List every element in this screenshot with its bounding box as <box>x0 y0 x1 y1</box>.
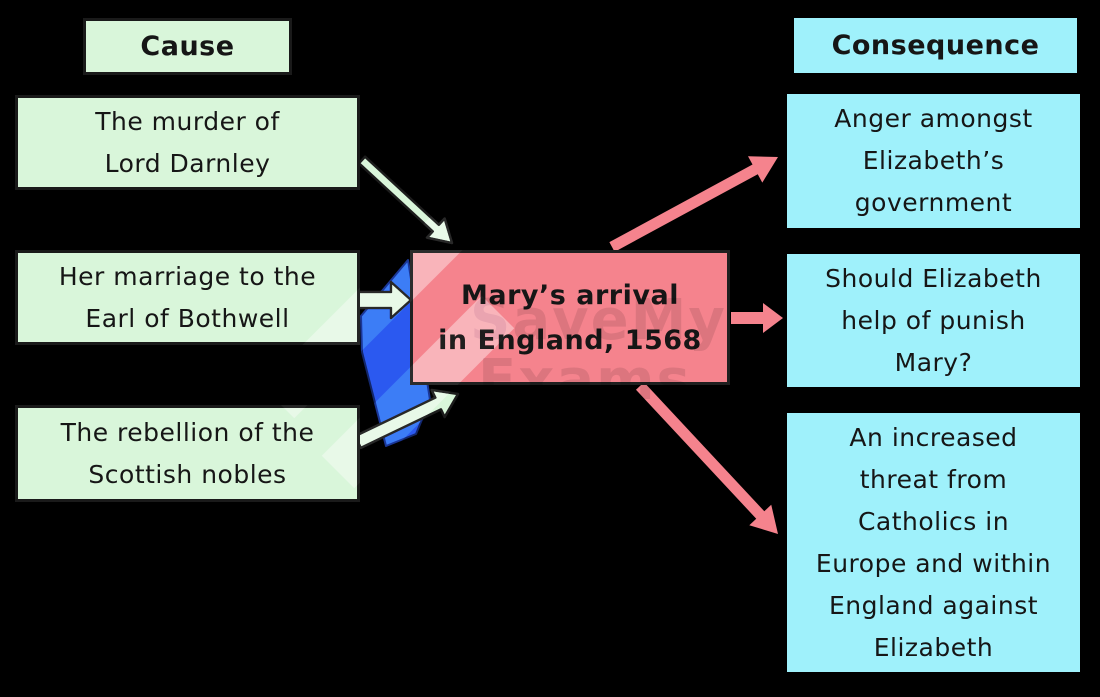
consequence-box-label: An increased threat from Catholics in Eu… <box>815 422 1052 662</box>
consequence-box-catholic-threat: An increased threat from Catholics in Eu… <box>787 413 1080 672</box>
cause-box-marriage-bothwell: Her marriage to the Earl of Bothwell <box>15 250 360 345</box>
consequence-header: Consequence <box>794 18 1077 73</box>
consequence-arrow-middle <box>731 303 783 333</box>
cause-header: Cause <box>83 18 292 75</box>
consequence-box-help-or-punish: Should Elizabeth help of punish Mary? <box>787 254 1080 387</box>
consequence-box-label: Should Elizabeth help of punish Mary? <box>825 263 1042 377</box>
consequence-box-label: Anger amongst Elizabeth’s government <box>834 104 1033 217</box>
cause-box-label: The murder of Lord Darnley <box>95 106 280 178</box>
cause-box-murder-darnley: The murder of Lord Darnley <box>15 95 360 190</box>
consequence-arrow-bottom <box>635 382 778 534</box>
consequence-header-label: Consequence <box>831 30 1040 61</box>
cause-box-label: Her marriage to the Earl of Bothwell <box>58 261 317 333</box>
consequence-arrow-top <box>609 156 778 252</box>
consequence-box-anger-government: Anger amongst Elizabeth’s government <box>787 94 1080 228</box>
event-box-marys-arrival: Mary’s arrival in England, 1568 <box>410 250 730 385</box>
cause-header-label: Cause <box>140 31 235 62</box>
event-box-label: Mary’s arrival in England, 1568 <box>438 279 702 356</box>
cause-box-label: The rebellion of the Scottish nobles <box>60 417 315 489</box>
cause-box-scottish-rebellion: The rebellion of the Scottish nobles <box>15 405 360 502</box>
